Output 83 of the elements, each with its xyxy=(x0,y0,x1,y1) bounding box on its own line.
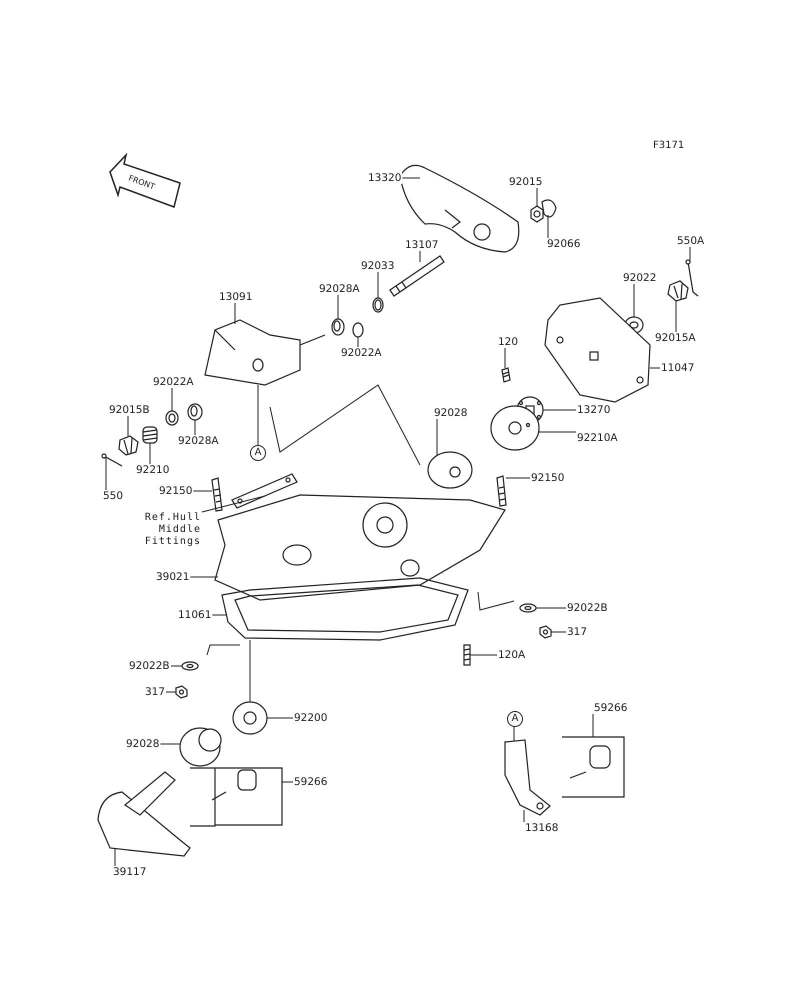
part-number: 13107 xyxy=(404,239,440,251)
part-number: 92150 xyxy=(158,485,194,497)
nut xyxy=(530,205,544,223)
part-number: 13270 xyxy=(576,404,612,416)
washer xyxy=(165,410,179,426)
part-number: 92210A xyxy=(576,432,619,444)
knob-kit xyxy=(562,736,625,798)
nut xyxy=(175,685,188,699)
part-number: 120A xyxy=(497,649,526,661)
part-number: 550A xyxy=(676,235,706,247)
cable-disc xyxy=(490,405,540,451)
screw xyxy=(463,644,471,666)
bushing xyxy=(187,403,203,421)
washer xyxy=(519,603,537,613)
part-number: 92028 xyxy=(125,738,160,750)
leader-line xyxy=(592,714,594,738)
part-number: 39021 xyxy=(155,571,190,583)
part-number: 59266 xyxy=(293,776,328,788)
part-number: 92200 xyxy=(293,712,328,724)
spring xyxy=(142,426,158,444)
part-number: 92015 xyxy=(508,176,544,188)
bolt xyxy=(211,477,223,512)
knob-kit xyxy=(190,767,283,827)
bracket xyxy=(504,739,551,816)
gasket xyxy=(221,577,469,641)
leader-line xyxy=(436,418,438,456)
bushing xyxy=(331,318,345,336)
part-number: 13091 xyxy=(218,291,254,303)
leader-line xyxy=(194,420,196,436)
part-number: 92022A xyxy=(340,347,383,359)
part-number: 92033 xyxy=(360,260,396,272)
reference-circle: A xyxy=(250,445,266,461)
washer xyxy=(232,701,268,735)
spacer xyxy=(179,727,222,767)
leader-line xyxy=(114,848,116,866)
part-number: 13320 xyxy=(367,172,402,184)
leader-line xyxy=(212,614,226,616)
clip xyxy=(541,199,557,218)
part-number: 92028A xyxy=(177,435,220,447)
nut xyxy=(539,625,552,639)
reference-circle: A xyxy=(507,711,523,727)
figure-code: F3171 xyxy=(653,140,684,151)
spacer xyxy=(427,451,473,489)
nut xyxy=(118,435,139,456)
leader-line xyxy=(234,302,236,324)
part-number: 39117 xyxy=(112,866,148,878)
part-number: 92066 xyxy=(546,238,582,250)
part-number: 92028 xyxy=(433,407,468,419)
leader-line xyxy=(470,654,498,656)
part-number: 120 xyxy=(497,336,520,348)
part-number: 317 xyxy=(566,626,588,638)
steering-lever xyxy=(97,771,191,857)
mounting-plate xyxy=(544,297,651,403)
cotter-pin xyxy=(101,453,122,467)
part-number: 317 xyxy=(144,686,166,698)
part-number: 11061 xyxy=(177,609,212,621)
leader-line xyxy=(536,188,538,208)
part-number: 92022B xyxy=(128,660,171,672)
part-number: 11047 xyxy=(660,362,696,374)
part-number: 92150 xyxy=(530,472,566,484)
part-number: 550 xyxy=(102,490,124,502)
part-number: 92015B xyxy=(108,404,151,416)
part-number: 92022A xyxy=(152,376,195,388)
washer xyxy=(181,661,199,671)
part-number: 92015A xyxy=(654,332,697,344)
direction-arrow xyxy=(108,152,182,208)
cotter-pin xyxy=(685,259,699,297)
part-number: 92028A xyxy=(318,283,361,295)
screw xyxy=(501,367,511,383)
part-number: 13168 xyxy=(524,822,560,834)
part-number: 59266 xyxy=(593,702,628,714)
leader-line xyxy=(192,490,212,492)
bolt xyxy=(496,475,507,507)
leader-line xyxy=(190,576,218,578)
part-number: 92022 xyxy=(622,272,658,284)
part-number: 92022B xyxy=(566,602,609,614)
nut xyxy=(667,280,689,302)
leader-line xyxy=(504,348,506,368)
part-number: 92210 xyxy=(135,464,170,476)
steering-housing xyxy=(204,319,326,386)
bracket-strip xyxy=(231,473,298,509)
washer xyxy=(372,297,384,313)
washer xyxy=(352,322,364,338)
